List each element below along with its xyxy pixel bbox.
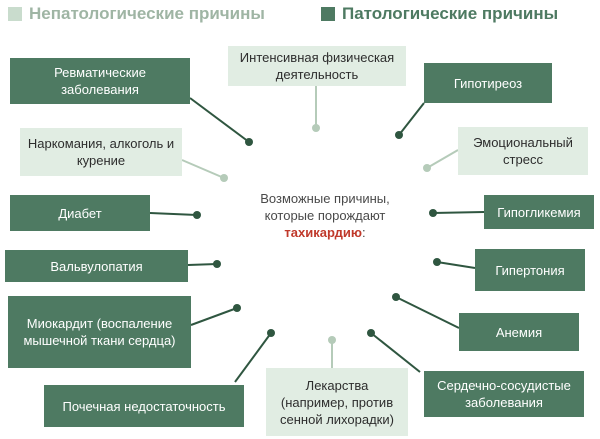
- connector-cardiovascular: [370, 332, 421, 373]
- cause-exercise: Интенсивная физическая деятельность: [228, 46, 406, 86]
- cause-anemia: Анемия: [459, 313, 579, 351]
- dot-anemia: [392, 293, 400, 301]
- cause-renal: Почечная недостаточность: [44, 385, 244, 427]
- cause-hypothyroid: Гипотиреоз: [424, 63, 552, 103]
- dot-drugs: [328, 336, 336, 344]
- dot-valvulopathy: [213, 260, 221, 268]
- center-caption: Возможные причины, которые порождают тах…: [232, 190, 418, 241]
- center-caption-line1: Возможные причины,: [260, 191, 390, 206]
- connector-rheumatic: [189, 97, 250, 143]
- connector-addiction: [181, 159, 225, 179]
- dot-renal: [267, 329, 275, 337]
- cause-myocarditis: Миокардит (воспаление мышечной ткани сер…: [8, 296, 191, 368]
- connector-hypoglycemia: [432, 211, 485, 214]
- center-caption-line2: которые порождают: [264, 208, 386, 223]
- legend-label-nonpathological: Непатологические причины: [29, 4, 265, 23]
- center-caption-line3: тахикардию:: [232, 224, 418, 241]
- dot-hypoglycemia: [429, 209, 437, 217]
- cause-addiction: Наркомания, алкоголь и курение: [20, 128, 182, 176]
- dot-cardiovascular: [367, 329, 375, 337]
- legend-pathological: Патологические причины: [321, 4, 558, 24]
- center-suffix: :: [361, 225, 366, 240]
- connector-valvulopathy: [187, 263, 218, 266]
- center-highlight: тахикардию: [284, 225, 362, 240]
- connector-myocarditis: [190, 307, 238, 326]
- cause-hypoglycemia: Гипогликемия: [484, 195, 594, 229]
- cause-valvulopathy: Вальвулопатия: [5, 250, 188, 282]
- dot-rheumatic: [245, 138, 253, 146]
- connector-diabetes: [149, 212, 198, 216]
- connector-renal: [234, 332, 272, 383]
- dot-addiction: [220, 174, 228, 182]
- legend-label-pathological: Патологические причины: [342, 4, 559, 23]
- dot-emotional: [423, 164, 431, 172]
- cause-diabetes: Диабет: [10, 195, 150, 231]
- cause-hypertonia: Гипертония: [475, 249, 585, 291]
- dot-hypothyroid: [395, 131, 403, 139]
- connector-hypertonia: [436, 261, 476, 269]
- connector-anemia: [395, 296, 460, 329]
- dot-diabetes: [193, 211, 201, 219]
- connector-hypothyroid: [398, 102, 425, 136]
- dot-myocarditis: [233, 304, 241, 312]
- dot-exercise: [312, 124, 320, 132]
- legend-swatch-nonpathological: [8, 7, 22, 21]
- legend-nonpathological: Непатологические причины: [8, 4, 265, 24]
- legend-swatch-pathological: [321, 7, 335, 21]
- dot-hypertonia: [433, 258, 441, 266]
- cause-rheumatic: Ревматические заболевания: [10, 58, 190, 104]
- connector-emotional: [426, 149, 459, 169]
- cause-cardiovascular: Сердечно-сосудистые заболевания: [424, 371, 584, 417]
- cause-emotional: Эмоциональный стресс: [458, 127, 588, 175]
- cause-drugs: Лекарства (например, против сенной лихор…: [266, 368, 408, 436]
